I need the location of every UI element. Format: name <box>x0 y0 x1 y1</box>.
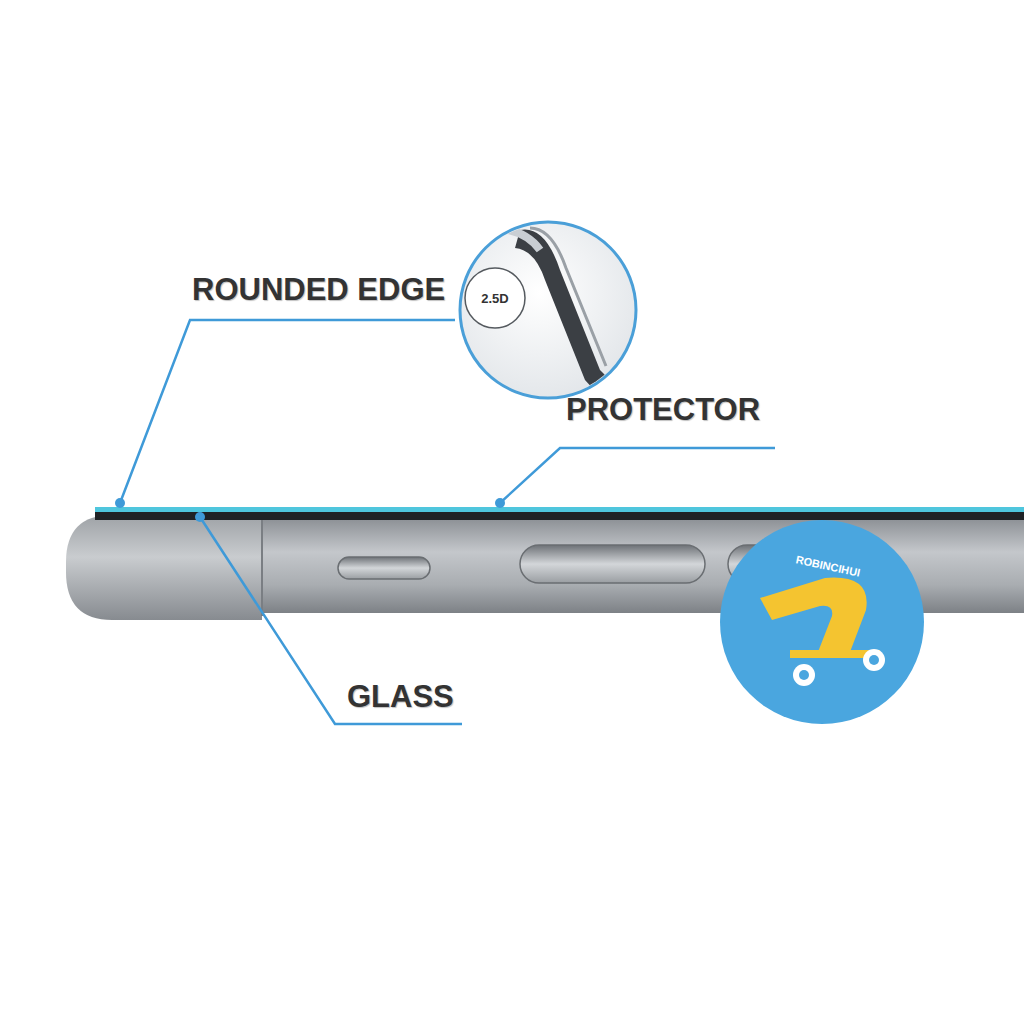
badge-text: 2.5D <box>481 291 508 306</box>
button <box>520 545 705 583</box>
shop-logo <box>720 520 924 724</box>
leader-lines <box>120 320 775 724</box>
part-label: GLASS <box>347 679 454 715</box>
button <box>338 557 430 579</box>
leader-dots <box>115 498 505 522</box>
protector-layer <box>95 507 1024 512</box>
part-label: PROTECTOR <box>566 392 760 428</box>
glass-layer <box>95 512 1024 520</box>
seam <box>261 520 263 616</box>
part-label: ROUNDED EDGE <box>192 272 445 308</box>
badge-circle <box>465 268 525 328</box>
